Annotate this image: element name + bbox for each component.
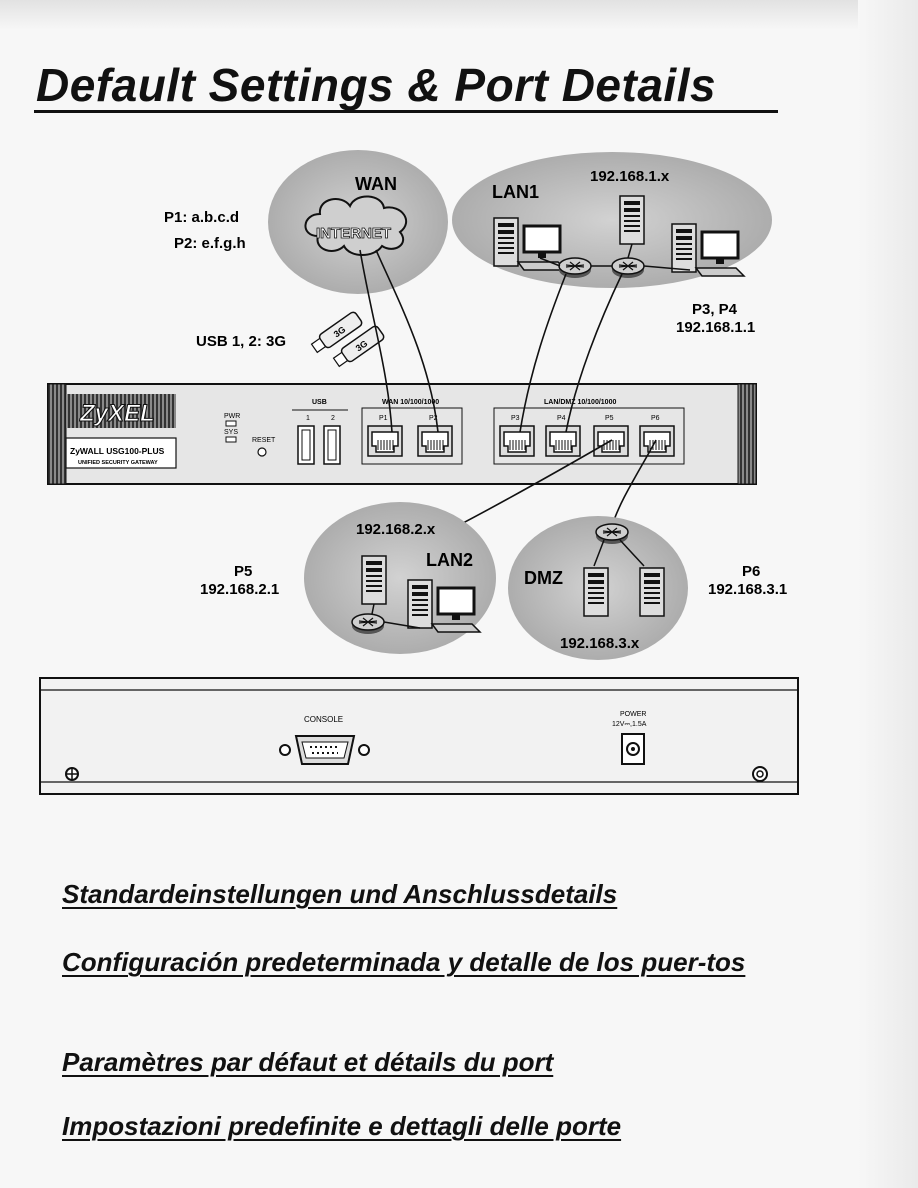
lan1-title: LAN1 — [492, 182, 539, 202]
usb-stick-icon: 3G — [332, 325, 385, 368]
reset-label: RESET — [252, 437, 276, 444]
lan1-pc-icon — [672, 224, 744, 276]
lan2-title: LAN2 — [426, 550, 473, 570]
wan-p1-address: P1: a.b.c.d — [164, 209, 239, 226]
svg-text:2: 2 — [331, 415, 335, 422]
ground-screw-icon — [65, 767, 79, 781]
heading-french: Paramètres par défaut et détails du port — [62, 1047, 554, 1077]
dmz-gateway: 192.168.3.1 — [708, 581, 787, 598]
device-front-panel: ZyXEL ZyWALL USG100-PLUS UNIFIED SECURIT… — [47, 383, 757, 485]
port-label-p3: P3 — [511, 415, 520, 422]
mounting-screw-icon — [752, 766, 768, 782]
lan2-server-icon — [361, 555, 387, 605]
led-pwr — [225, 420, 237, 427]
dmz-port: P6 — [742, 563, 760, 580]
led-pwr-label: PWR — [224, 413, 240, 420]
lan-ports-label: LAN/DMZ 10/100/1000 — [544, 399, 616, 406]
lan2-port: P5 — [234, 563, 252, 580]
lan1-switch-icon — [558, 257, 592, 279]
port-label-p2: P2 — [429, 415, 438, 422]
usb-port-2[interactable] — [323, 425, 341, 465]
internet-label: INTERNET — [316, 225, 391, 242]
port-label-p6: P6 — [651, 415, 660, 422]
lan1-pc-icon — [494, 218, 566, 270]
heading-italian: Impostazioni predefinite e dettagli dell… — [62, 1111, 622, 1141]
power-jack[interactable] — [621, 733, 645, 765]
lan2-pc-icon — [408, 580, 480, 632]
lan1-server-icon — [619, 195, 645, 245]
led-sys-label: SYS — [224, 429, 238, 436]
console-port[interactable] — [279, 735, 370, 765]
wan-title: WAN — [355, 174, 397, 194]
model-name: ZyWALL USG100-PLUS — [70, 446, 165, 456]
lan1-gateway: 192.168.1.1 — [676, 319, 755, 336]
page-shadow-top — [0, 0, 918, 30]
dmz-title: DMZ — [524, 568, 563, 588]
page-title: Default Settings & Port Details — [36, 59, 717, 111]
svg-text:1: 1 — [306, 415, 310, 422]
heading-german: Standardeinstellungen und Anschlussdetai… — [62, 879, 618, 909]
dmz-switch-icon — [595, 523, 629, 545]
usb-group-label: USB — [312, 399, 327, 406]
page-shadow-right — [858, 0, 918, 1188]
lan1-subnet: 192.168.1.x — [590, 168, 670, 185]
reset-button[interactable] — [257, 447, 267, 457]
device-rear-panel: CONSOLE POWER 12V⎓,1.5A — [39, 677, 799, 795]
wan-zone: WAN INTERNET P1: a.b.c.d P2: e.f.g.h — [164, 150, 448, 294]
lan2-zone: 192.168.2.x LAN2 P5 192.168.2.1 — [200, 502, 496, 654]
power-label: POWER — [620, 711, 646, 718]
port-p6[interactable] — [639, 425, 675, 457]
wan-ports-label: WAN 10/100/1000 — [382, 399, 439, 406]
model-tagline: UNIFIED SECURITY GATEWAY — [78, 460, 158, 466]
wan-p2-address: P2: e.f.g.h — [174, 235, 246, 252]
dmz-server-icon — [639, 567, 665, 617]
port-label-p5: P5 — [605, 415, 614, 422]
usb-port-1[interactable] — [297, 425, 315, 465]
dmz-subnet: 192.168.3.x — [560, 635, 640, 652]
dmz-zone: DMZ 192.168.3.x P6 192.168.3.1 — [508, 516, 787, 660]
lan1-switch-icon — [611, 257, 645, 279]
port-label-p4: P4 — [557, 415, 566, 422]
port-p2[interactable] — [417, 425, 453, 457]
port-p4[interactable] — [545, 425, 581, 457]
lan1-zone: LAN1 192.168.1.x P3, P4 192.168.1.1 — [452, 152, 772, 336]
lan2-switch-icon — [351, 613, 385, 635]
port-p3[interactable] — [499, 425, 535, 457]
console-label: CONSOLE — [304, 715, 343, 724]
heading-spanish: Configuración predeterminada y detalle d… — [62, 947, 746, 977]
port-p1[interactable] — [367, 425, 403, 457]
internet-cloud-icon: INTERNET — [304, 195, 407, 256]
usb-stick-icon: 3G — [310, 311, 363, 354]
lan2-subnet: 192.168.2.x — [356, 521, 436, 538]
brand-logo: ZyXEL — [79, 400, 155, 427]
lan2-gateway: 192.168.2.1 — [200, 581, 279, 598]
lan1-ports: P3, P4 — [692, 301, 738, 318]
power-rating: 12V⎓,1.5A — [612, 721, 647, 728]
port-label-p1: P1 — [379, 415, 388, 422]
led-sys — [225, 436, 237, 443]
usb-3g-modems: USB 1, 2: 3G 3G 3G — [196, 311, 385, 368]
dmz-server-icon — [583, 567, 609, 617]
title-underline — [34, 110, 778, 113]
usb-label: USB 1, 2: 3G — [196, 333, 286, 350]
brand-plate — [66, 394, 176, 428]
